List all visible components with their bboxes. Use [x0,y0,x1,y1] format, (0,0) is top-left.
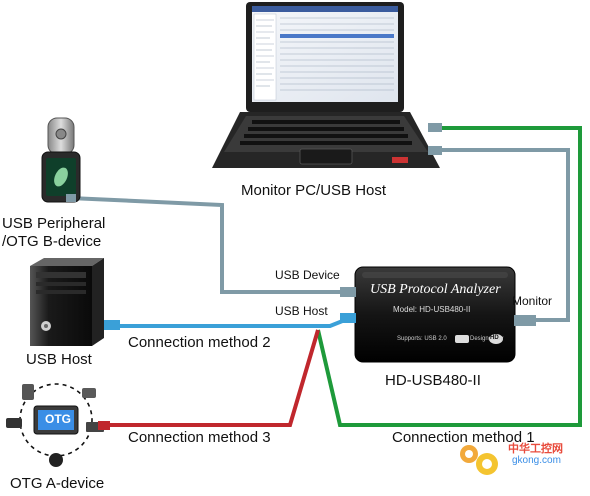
camera-icon [49,453,63,467]
label-port-usb-device: USB Device [275,268,340,282]
laptop-icon [212,2,442,168]
otg-device-cluster [6,383,110,467]
blue-cable-host [118,316,351,328]
label-port-monitor: Monitor [512,294,553,308]
analyzer-designed-by: Designed by [470,336,504,342]
label-connection-method-2: Connection method 2 [128,334,271,351]
label-usb-peripheral-1: USB Peripheral [2,215,106,232]
label-port-usb-host: USB Host [275,304,328,318]
label-connection-method-3: Connection method 3 [128,429,271,446]
label-usb-host: USB Host [26,351,92,368]
watermark-logo-icon [455,440,503,480]
otg-screen-label: OTG [45,412,71,426]
label-usb-peripheral-2: /OTG B-device [2,233,102,250]
usb-stick-icon [82,388,96,398]
analyzer-support-text: Supports: USB 2.0 [397,336,447,342]
gray-cable-monitor [440,148,570,322]
green-cable [316,126,582,427]
red-cable-otg [108,329,320,427]
gray-cable-peripheral [69,196,355,294]
analyzer-model: Model: HD-USB480-II [393,305,471,314]
label-otg-a-device: OTG A-device [10,475,105,492]
analyzer-logo: HD [490,335,499,341]
analyzer-device [340,266,536,363]
tower-pc-icon [30,258,120,346]
camcorder-icon [6,418,22,428]
analyzer-title: USB Protocol Analyzer [370,282,501,297]
watermark-text-cn: 中华工控网 [508,443,563,455]
label-connection-method-1: Connection method 1 [392,429,535,446]
label-analyzer-name: HD-USB480-II [385,372,481,389]
phone-icon [41,117,81,203]
mp3-player-icon [22,384,34,400]
watermark-text-domain: gkong.com [512,455,561,466]
label-monitor-pc: Monitor PC/USB Host [241,182,387,199]
